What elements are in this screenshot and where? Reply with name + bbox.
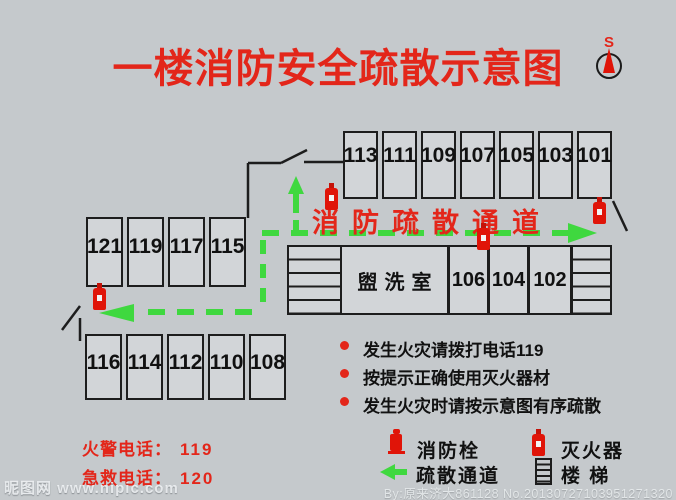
notice-item: 发生火灾时请按示意图有序疏散 bbox=[340, 392, 601, 417]
fire-extinguisher-icon bbox=[93, 283, 106, 310]
room-119: 119 bbox=[127, 217, 164, 287]
page-title: 一楼消防安全疏散示意图 bbox=[112, 47, 564, 91]
notice-item: 按提示正确使用灭火器材 bbox=[340, 364, 550, 389]
room-121: 121 bbox=[86, 217, 123, 287]
ambulance-phone-number: 120 bbox=[180, 469, 215, 488]
bullet-icon bbox=[340, 341, 349, 350]
fire-extinguisher-icon bbox=[593, 197, 606, 224]
room-109: 109 bbox=[421, 131, 456, 199]
notice-item: 发生火灾请拨打电话119 bbox=[340, 336, 543, 361]
fire-extinguisher-icon bbox=[532, 429, 545, 456]
notice-text: 按提示正确使用灭火器材 bbox=[363, 369, 550, 388]
washroom-label: 盥洗室 bbox=[342, 247, 450, 313]
room-103: 103 bbox=[538, 131, 573, 199]
compass-needle-icon bbox=[603, 48, 615, 73]
door-swing-icon bbox=[61, 305, 81, 331]
legend-label-stairs: 楼 梯 bbox=[561, 466, 611, 487]
room-112: 112 bbox=[167, 334, 204, 400]
evacuation-arrow-up-icon bbox=[288, 176, 304, 194]
legend-label-extinguisher: 灭火器 bbox=[561, 441, 625, 462]
room-117: 117 bbox=[168, 217, 205, 287]
room-107: 107 bbox=[460, 131, 495, 199]
ambulance-phone: 急救电话： 120 bbox=[82, 464, 214, 489]
stairs-icon bbox=[535, 458, 552, 485]
room-101: 101 bbox=[577, 131, 612, 199]
door-swing-icon bbox=[280, 148, 308, 165]
room-108: 108 bbox=[249, 334, 286, 400]
fire-extinguisher-icon bbox=[325, 183, 338, 210]
notice-text: 发生火灾请拨打电话119 bbox=[363, 341, 544, 360]
fire-phone-label: 火警电话： bbox=[82, 440, 172, 459]
stairs-section-right bbox=[570, 247, 610, 313]
fire-phone-number: 119 bbox=[180, 440, 214, 459]
fire-phone: 火警电话： 119 bbox=[82, 435, 213, 460]
fire-hydrant-icon bbox=[387, 429, 405, 454]
fire-extinguisher-icon bbox=[477, 223, 490, 250]
room-104: 104 bbox=[490, 247, 530, 313]
room-105: 105 bbox=[499, 131, 534, 199]
room-113: 113 bbox=[343, 131, 378, 199]
room-row-top: 113 111 109 107 105 103 101 bbox=[343, 131, 612, 199]
corridor-label: 消防疏散通道 bbox=[312, 208, 552, 238]
room-115: 115 bbox=[209, 217, 246, 287]
room-111: 111 bbox=[382, 131, 417, 199]
room-116: 116 bbox=[85, 334, 122, 400]
room-106: 106 bbox=[450, 247, 490, 313]
room-row-bottom: 116 114 112 110 108 bbox=[85, 334, 286, 400]
room-row-left: 121 119 117 115 bbox=[86, 217, 246, 287]
legend-label-hydrant: 消防栓 bbox=[417, 441, 481, 462]
room-102: 102 bbox=[533, 268, 567, 291]
door-swing-icon bbox=[611, 200, 629, 232]
middle-block: 盥洗室 106 104 102 bbox=[287, 245, 612, 315]
ambulance-phone-label: 急救电话： bbox=[82, 469, 172, 488]
watermark-credit: By:原来济大861128 No.20130727103951271320 bbox=[383, 487, 673, 500]
stairs-section-left bbox=[289, 247, 342, 313]
watermark-site: 昵图网 www.nipic.com bbox=[4, 480, 179, 497]
compass-south-label: S bbox=[603, 34, 614, 51]
evacuation-route-icon bbox=[380, 464, 408, 480]
notice-text: 发生火灾时请按示意图有序疏散 bbox=[363, 397, 601, 416]
legend-label-route: 疏散通道 bbox=[416, 466, 501, 487]
bullet-icon bbox=[340, 397, 349, 406]
bullet-icon bbox=[340, 369, 349, 378]
room-114: 114 bbox=[126, 334, 163, 400]
room-110: 110 bbox=[208, 334, 245, 400]
evacuation-arrow-left-icon bbox=[99, 304, 134, 322]
evacuation-arrow-right-icon bbox=[568, 223, 597, 243]
